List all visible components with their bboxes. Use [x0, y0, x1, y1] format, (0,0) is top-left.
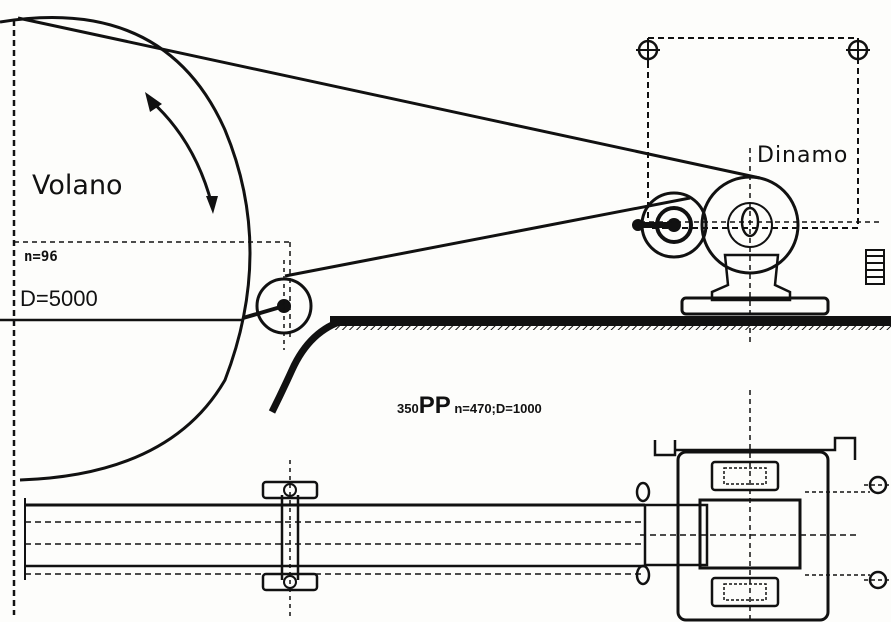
flywheel-pit — [268, 316, 347, 414]
spring-icon — [865, 249, 885, 285]
plan-bearing-dynamo-bottom — [710, 576, 780, 608]
dynamo-base — [680, 296, 830, 316]
tension-arm — [242, 304, 285, 320]
plan-bolt-right-top — [864, 475, 891, 495]
flywheel-rim — [0, 16, 252, 482]
flywheel-speed-label: n=96 — [24, 249, 58, 265]
power-value: 350 — [397, 401, 419, 416]
belt-lower — [284, 196, 691, 278]
bolt-top-left — [636, 38, 660, 62]
rotation-arrow-head-bottom — [206, 196, 218, 214]
flywheel-label: Volano — [32, 170, 123, 201]
bolt-top-right — [846, 38, 870, 62]
plan-dynamo-cover — [653, 436, 857, 460]
belt-upper — [17, 16, 761, 180]
dynamo-spec-label: 350PP n=470;D=1000 — [397, 392, 542, 420]
rotation-arrow — [149, 98, 214, 206]
dynamo-frame — [647, 37, 859, 229]
plan-bearing-top — [261, 480, 319, 500]
plan-bolt-top-left — [635, 481, 651, 503]
plan-dynamo-housing — [676, 450, 830, 622]
dynamo-label: Dinamo — [757, 143, 849, 168]
dynamo-spec-text: n=470;D=1000 — [450, 401, 542, 416]
floor-slab — [330, 316, 891, 326]
floor-slab-hatch — [330, 322, 891, 330]
plan-bolt-bottom-left — [635, 564, 651, 586]
dynamo-pedestal — [710, 253, 792, 302]
plan-bearing-bottom — [261, 572, 319, 592]
power-unit: PP — [418, 392, 451, 419]
flywheel-diameter-label: D=5000 — [20, 286, 98, 311]
rotation-arrow-head-top — [145, 92, 162, 112]
plan-bolt-right-bottom — [864, 570, 891, 590]
plan-bearing-dynamo-top — [710, 460, 780, 492]
idler-pivot — [632, 219, 644, 231]
